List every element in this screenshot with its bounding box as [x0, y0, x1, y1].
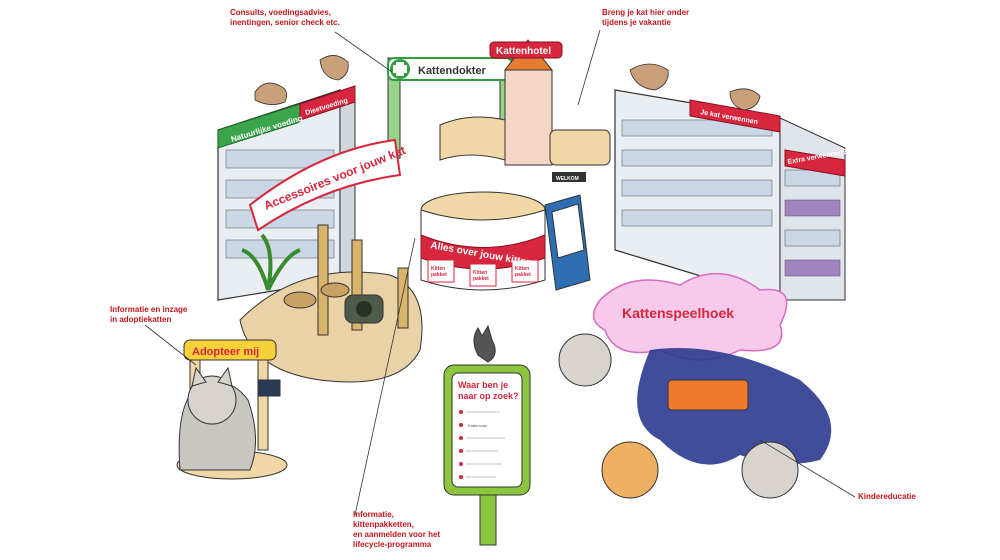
- kittenpakket-line: pakket: [515, 272, 531, 278]
- sign-waar-item: Kattenvoer: [468, 423, 488, 428]
- annotation-leaders: [144, 29, 856, 516]
- annotation-consults: Consults, voedingsadvies, inentingen, se…: [230, 8, 340, 27]
- kittenpakket-line: Kitten: [515, 266, 529, 272]
- wayfinding-sign: [443, 324, 531, 546]
- annotation-adoption: Informatie en inzage in adoptiekatten: [110, 305, 188, 324]
- sign-adopteer-mij: Adopteer mij: [192, 346, 259, 358]
- info-kiosk: [544, 194, 591, 291]
- kittenpakket-line: pakket: [431, 272, 447, 278]
- sign-waar-line-1: Waar ben je: [458, 380, 508, 390]
- right-shelf-unit: [614, 89, 846, 301]
- cat-hotel: [489, 39, 611, 182]
- kitten-counter: [420, 191, 546, 291]
- sign-kattendokter: Kattendokter: [418, 65, 487, 77]
- annotation-kitten-info: Informatie, kittenpakketten, en aanmelde…: [353, 510, 441, 549]
- kittenpakket-line: Kitten: [473, 270, 487, 276]
- annotation-kids: Kindereducatie: [858, 492, 916, 501]
- annotation-hotel: Breng je kat hier onder tijdens je vakan…: [602, 8, 690, 27]
- sign-kattenspeelhoek: Kattenspeelhoek: [622, 305, 734, 321]
- sign-waar-ben-je: Waar ben je naar op zoek?: [458, 380, 519, 401]
- sign-welkom: WELKOM: [556, 176, 579, 182]
- adoption-booth: [176, 339, 288, 480]
- sign-waar-line-2: naar op zoek?: [458, 391, 519, 401]
- sign-kattenhotel: Kattenhotel: [496, 46, 551, 57]
- decorative-cats: [254, 55, 761, 111]
- accessoires-banner: [248, 138, 402, 232]
- play-corner: [558, 273, 832, 499]
- kittenpakket-line: pakket: [473, 276, 489, 282]
- kittenpakket-line: Kitten: [431, 266, 445, 272]
- scratching-area: [239, 224, 423, 383]
